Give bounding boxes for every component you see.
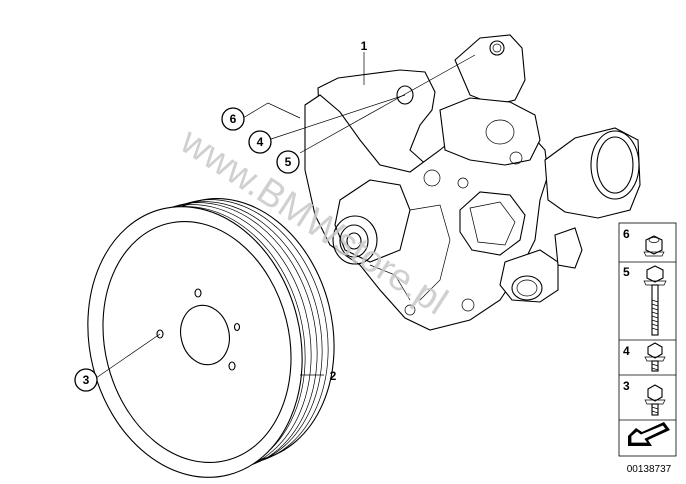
pulley bbox=[87, 198, 335, 478]
leader-lines bbox=[95, 52, 476, 379]
callout-3: 3 bbox=[83, 373, 90, 387]
callout-6: 6 bbox=[230, 112, 237, 126]
legend-panel: 6 5 4 3 bbox=[618, 222, 677, 457]
long-bolt-icon bbox=[643, 265, 667, 336]
callout-2: 2 bbox=[330, 369, 337, 383]
hex-nut-icon bbox=[643, 235, 665, 257]
callout-4: 4 bbox=[257, 135, 264, 149]
callout-4-bubble bbox=[248, 130, 272, 154]
callouts: 1 6 4 5 3 2 bbox=[74, 39, 368, 392]
callout-5-bubble bbox=[276, 150, 300, 174]
callout-1: 1 bbox=[361, 39, 368, 53]
callout-3-bubble bbox=[74, 368, 98, 392]
legend-number-4: 4 bbox=[623, 344, 630, 358]
legend-number-3: 3 bbox=[623, 379, 630, 393]
flange-bolt-icon bbox=[644, 342, 666, 372]
callout-6-bubble bbox=[221, 107, 245, 131]
legend-number-5: 5 bbox=[623, 265, 630, 279]
short-bolt-icon bbox=[644, 384, 666, 416]
legend-number-6: 6 bbox=[623, 227, 630, 241]
callout-5: 5 bbox=[285, 155, 292, 169]
document-number: 00138737 bbox=[627, 464, 672, 475]
power-steering-pump bbox=[304, 34, 641, 331]
direction-arrow-icon bbox=[628, 422, 670, 446]
